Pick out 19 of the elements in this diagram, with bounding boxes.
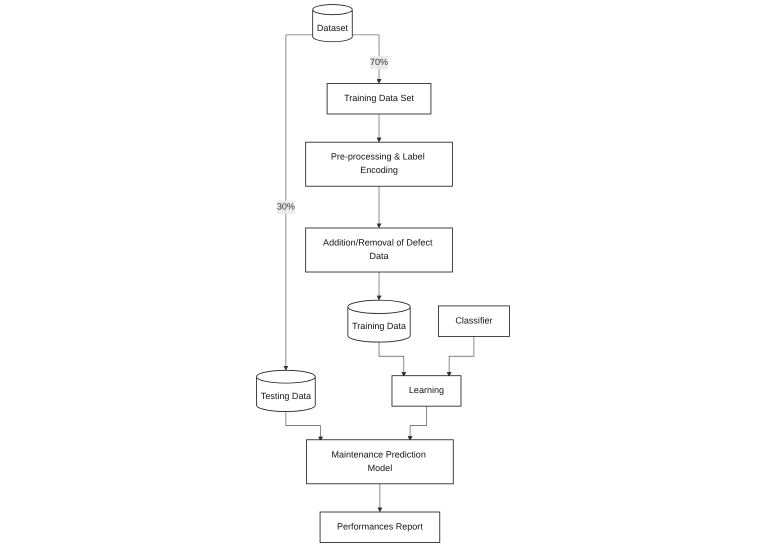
node-box: Training Data Set	[326, 83, 432, 114]
edge-label: 30%	[276, 202, 295, 212]
node-box: Performances Report	[320, 512, 440, 543]
arrow	[378, 342, 406, 377]
arrow	[408, 406, 427, 441]
arrow	[286, 411, 323, 442]
arrow	[377, 484, 382, 512]
arrow	[376, 272, 382, 300]
node-box: Pre-processing & Label Encoding	[305, 142, 453, 187]
arrow	[376, 114, 382, 142]
arrow	[376, 186, 382, 228]
node-box: Addition/Removal of Defect Data	[305, 228, 453, 272]
arrow	[352, 34, 382, 84]
node-box: Learning	[392, 375, 462, 407]
arrow	[283, 34, 313, 371]
node-box: Maintenance Prediction Model	[306, 439, 454, 484]
node-box: Classifier	[438, 306, 510, 337]
arrow	[446, 336, 474, 377]
edge-label: 70%	[370, 58, 388, 68]
